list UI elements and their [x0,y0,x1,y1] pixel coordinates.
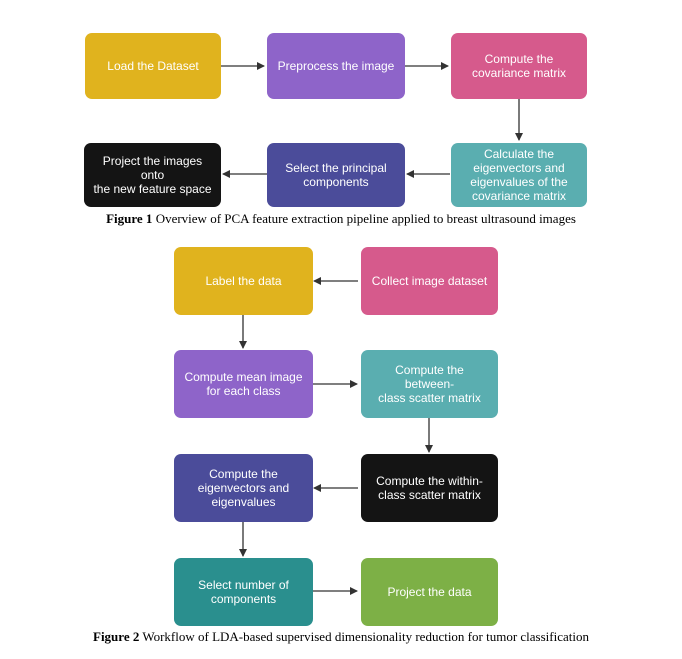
step-label-data-label: Label the data [205,274,282,288]
step-covariance-matrix-label: Compute the covariance matrix [471,52,567,80]
step-calculate-eigen-label: Calculate the eigenvectors and eigenvalu… [470,147,568,203]
figure-2-caption-text: Workflow of LDA-based supervised dimensi… [139,629,589,644]
step-compute-mean: Compute mean image for each class [174,350,313,418]
step-between-class-label: Compute the between- class scatter matri… [378,363,481,405]
step-calculate-eigen: Calculate the eigenvectors and eigenvalu… [451,143,587,207]
step-select-components-label: Select number of components [198,578,289,606]
step-collect-dataset-label: Collect image dataset [371,274,488,288]
step-compute-eigen-label: Compute the eigenvectors and eigenvalues [197,467,290,509]
step-select-principal: Select the principal components [267,143,405,207]
step-select-components: Select number of components [174,558,313,626]
step-within-class: Compute the within- class scatter matrix [361,454,498,522]
step-project-data: Project the data [361,558,498,626]
step-project-images: Project the images onto the new feature … [84,143,221,207]
figure-1-caption-text: Overview of PCA feature extraction pipel… [152,211,576,226]
step-within-class-label: Compute the within- class scatter matrix [376,474,483,502]
step-preprocess-image-label: Preprocess the image [277,59,395,73]
figure-1-caption: Figure 1 Overview of PCA feature extract… [0,211,682,227]
step-preprocess-image: Preprocess the image [267,33,405,99]
figure-2-caption-label: Figure 2 [93,629,140,644]
step-collect-dataset: Collect image dataset [361,247,498,315]
step-project-data-label: Project the data [387,585,472,599]
step-project-images-label: Project the images onto the new feature … [93,154,212,196]
step-compute-mean-label: Compute mean image for each class [184,370,303,398]
step-load-dataset: Load the Dataset [85,33,221,99]
step-compute-eigen: Compute the eigenvectors and eigenvalues [174,454,313,522]
figure-1-caption-label: Figure 1 [106,211,153,226]
step-covariance-matrix: Compute the covariance matrix [451,33,587,99]
step-label-data: Label the data [174,247,313,315]
step-between-class: Compute the between- class scatter matri… [361,350,498,418]
figure-2-caption: Figure 2 Workflow of LDA-based supervise… [0,629,682,645]
step-load-dataset-label: Load the Dataset [107,59,199,73]
step-select-principal-label: Select the principal components [285,161,387,189]
